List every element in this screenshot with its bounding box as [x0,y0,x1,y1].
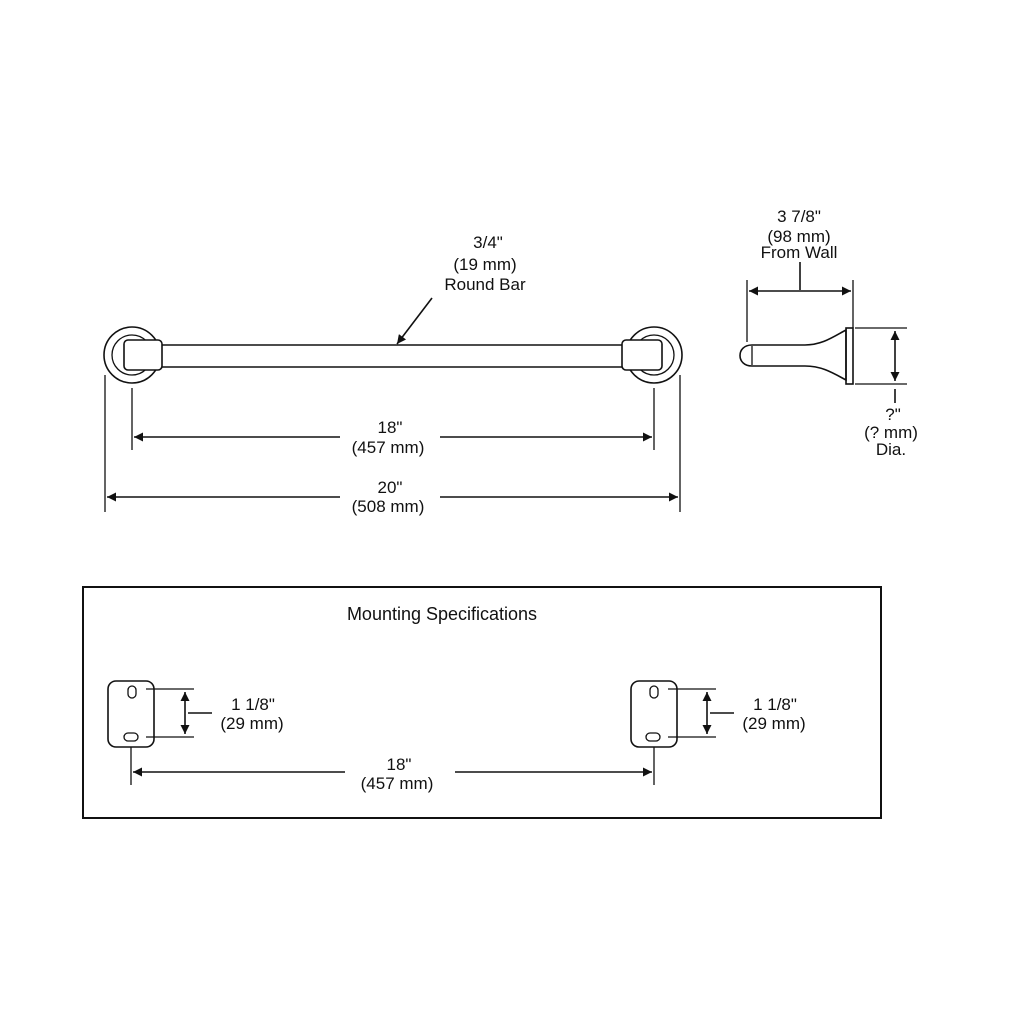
mounting-specifications-box: Mounting Specifications 1 1/8" (29 mm) 1… [82,586,882,819]
right-hole-spacing-imperial: 1 1/8" [753,695,797,714]
front-view: 3/4" (19 mm) Round Bar 18" (457 mm) 20" … [103,233,683,516]
projection-metric: (98 mm) [767,227,830,246]
mount-center-to-center-imperial: 18" [387,755,412,774]
right-flange [621,326,683,384]
mounting-title: Mounting Specifications [347,604,537,624]
flange-diameter-imperial: ?" [885,405,901,424]
projection-imperial: 3 7/8" [777,207,821,226]
center-to-center-imperial: 18" [378,418,403,437]
mount-center-to-center-metric: (457 mm) [361,774,434,793]
bar-diameter-callout: 3/4" (19 mm) Round Bar [396,233,526,345]
round-bar [162,344,622,368]
overall-length-dimension: 20" (508 mm) [107,478,678,516]
flange-diameter-note: Dia. [876,440,906,459]
center-to-center-metric: (457 mm) [352,438,425,457]
side-view: 3 7/8" (98 mm) From Wall ?" (? mm) Dia. [739,207,918,459]
overall-length-metric: (508 mm) [352,497,425,516]
overall-length-imperial: 20" [378,478,403,497]
flange-diameter-metric: (? mm) [864,423,918,442]
side-profile [739,327,854,385]
bar-diameter-imperial: 3/4" [473,233,503,252]
bar-diameter-metric: (19 mm) [453,255,516,274]
center-to-center-dimension: 18" (457 mm) [134,418,652,457]
left-hole-spacing-imperial: 1 1/8" [231,695,275,714]
right-hole-spacing-metric: (29 mm) [742,714,805,733]
left-flange [103,326,163,384]
bar-diameter-name: Round Bar [444,275,526,294]
projection-note: From Wall [761,243,838,262]
bar-leader-arrow [396,297,433,345]
left-hole-spacing-metric: (29 mm) [220,714,283,733]
